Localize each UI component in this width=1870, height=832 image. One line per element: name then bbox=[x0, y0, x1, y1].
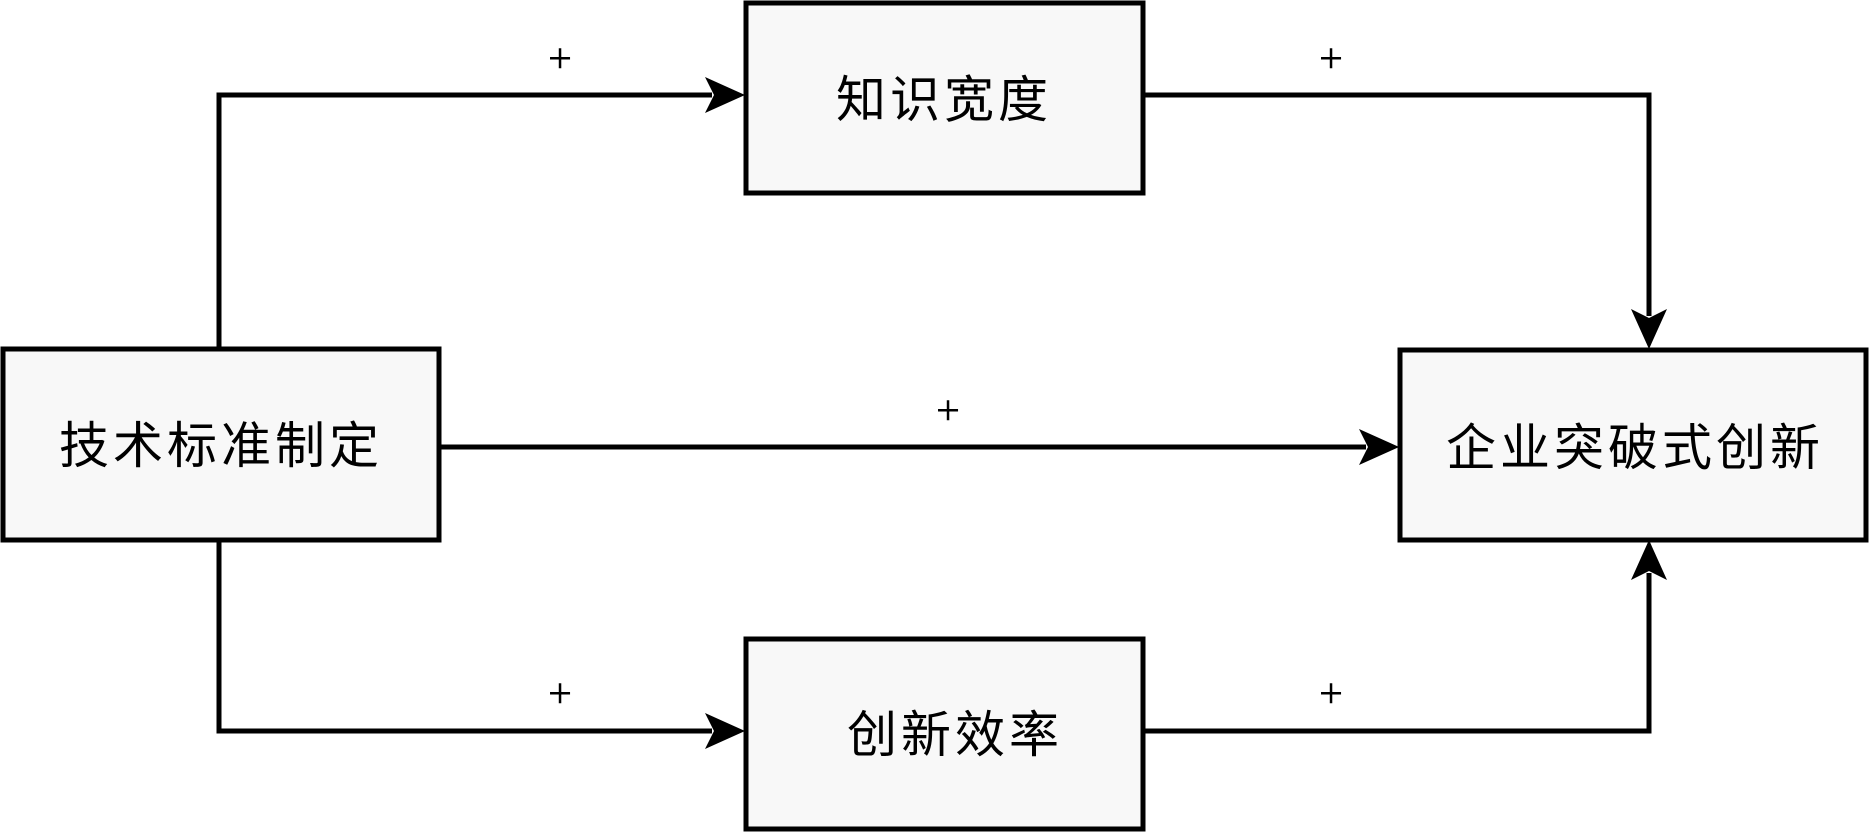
node-standard: 技术标准制定 bbox=[0, 346, 442, 543]
node-breadth-label: 知识宽度 bbox=[836, 71, 1052, 129]
edge-breadth-innovation bbox=[1143, 92, 1652, 316]
arrowhead bbox=[705, 713, 745, 749]
node-breadth: 知识宽度 bbox=[743, 0, 1146, 196]
node-innovation: 企业突破式创新 bbox=[1397, 347, 1869, 543]
edge-label-efficiency-innovation: + bbox=[1318, 673, 1345, 711]
edge-efficiency-innovation bbox=[1143, 573, 1652, 734]
node-standard-label: 技术标准制定 bbox=[59, 417, 383, 475]
arrowhead bbox=[1631, 540, 1667, 580]
node-efficiency: 创新效率 bbox=[743, 636, 1146, 832]
arrowhead bbox=[1359, 429, 1399, 465]
edge-standard-breadth bbox=[216, 92, 712, 348]
node-efficiency-label: 创新效率 bbox=[847, 706, 1063, 764]
arrowhead bbox=[705, 77, 745, 113]
edge-label-standard-innovation: + bbox=[935, 390, 962, 428]
arrowhead bbox=[1631, 309, 1667, 349]
node-innovation-label: 企业突破式创新 bbox=[1446, 419, 1824, 477]
edge-label-breadth-innovation: + bbox=[1318, 38, 1345, 76]
edge-label-standard-breadth: + bbox=[547, 38, 574, 76]
edge-label-standard-efficiency: + bbox=[547, 673, 574, 711]
edge-standard-efficiency bbox=[216, 540, 712, 734]
